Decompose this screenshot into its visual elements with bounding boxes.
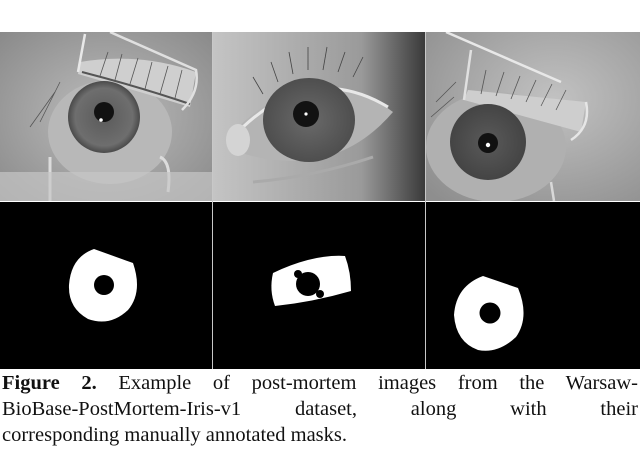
- iris-mask-3: [426, 202, 640, 369]
- caption-text-1: Example of post-mortem images from the W…: [118, 372, 638, 394]
- iris-mask-2: [213, 202, 425, 369]
- panel-divider-v1: [212, 32, 213, 369]
- caption-line-2: BioBase-PostMortem-Iris-v1 dataset, alon…: [2, 398, 638, 420]
- caption-line-1: Figure 2. Example of post-mortem images …: [2, 370, 638, 396]
- eye-photo-1: [0, 32, 212, 201]
- eye-photo-3: [426, 32, 640, 201]
- figure-number-label: Figure 2.: [2, 372, 97, 394]
- caption-line-3: corresponding manually annotated masks.: [2, 424, 347, 446]
- eye-photo-2: [213, 32, 425, 201]
- iris-mask-1: [0, 202, 212, 369]
- figure-caption: Figure 2. Example of post-mortem images …: [2, 370, 638, 448]
- panel-divider-v2: [425, 32, 426, 369]
- figure-image-grid: [0, 32, 640, 369]
